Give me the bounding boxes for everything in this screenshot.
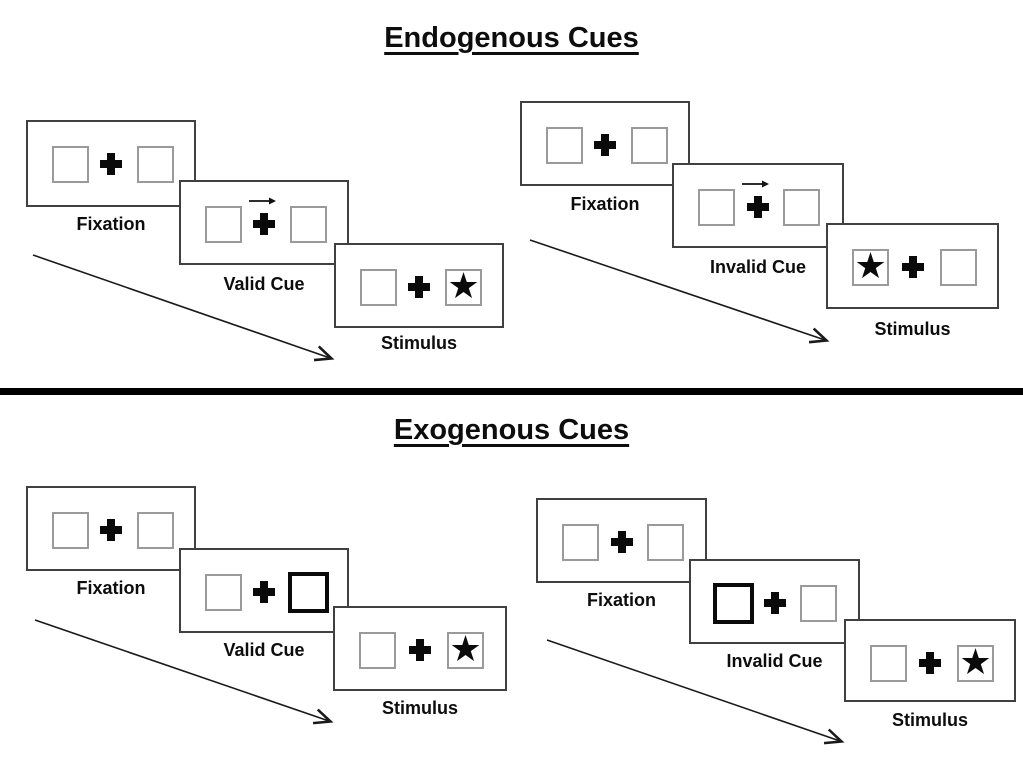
right-placeholder-box: [940, 249, 977, 286]
invalid-cue-panel: [689, 559, 860, 644]
stimulus-panel: ★: [333, 606, 507, 691]
right-placeholder-box: [290, 206, 327, 243]
fixation-label: Fixation: [586, 590, 656, 610]
fixation-cross-icon: [253, 213, 275, 235]
left-placeholder-box: [52, 512, 89, 549]
valid-cue-label: Valid Cue: [223, 274, 305, 294]
right-placeholder-box: [800, 585, 837, 622]
timeline-arrow-endogenous-valid: [32, 254, 335, 362]
star-target-icon: ★: [854, 245, 887, 286]
star-target-icon: ★: [959, 641, 992, 682]
fixation-panel: [520, 101, 690, 186]
fixation-cross-icon: [100, 153, 122, 175]
fixation-cross-icon: [747, 196, 769, 218]
fixation-cross-icon: [901, 256, 924, 278]
stimulus-panel: ★: [334, 243, 504, 328]
fixation-cross-icon: [919, 652, 941, 674]
star-target-icon: ★: [447, 265, 480, 306]
fixation-panel: [26, 486, 196, 571]
right-bold-cue-box: [288, 572, 329, 613]
left-placeholder-box: [359, 632, 396, 669]
fixation-cross-icon: [408, 276, 430, 298]
valid-cue-panel: [179, 180, 349, 265]
stimulus-label: Stimulus: [874, 319, 951, 339]
endogenous-section-title: Endogenous Cues: [384, 22, 639, 54]
right-placeholder-box: [647, 524, 684, 561]
fixation-cross-icon: [409, 639, 431, 661]
fixation-cross-icon: [594, 134, 616, 156]
fixation-label: Fixation: [76, 578, 146, 598]
invalid-cue-panel: [672, 163, 844, 248]
fixation-label: Fixation: [570, 194, 640, 214]
stimulus-label: Stimulus: [891, 710, 968, 730]
left-placeholder-box: [546, 127, 583, 164]
timeline-arrow-exogenous-valid: [34, 619, 334, 725]
left-placeholder-box: [52, 146, 89, 183]
left-placeholder-box: [870, 645, 907, 682]
left-placeholder-box: [205, 206, 242, 243]
right-arrow-cue-icon: [742, 180, 769, 188]
left-bold-cue-box: [713, 583, 754, 624]
right-target-box: ★: [445, 265, 482, 306]
fixation-label: Fixation: [76, 214, 146, 234]
fixation-cross-icon: [253, 581, 275, 603]
invalid-cue-label: Invalid Cue: [726, 651, 823, 671]
timeline-arrow-endogenous-invalid: [529, 239, 830, 344]
exogenous-section-title: Exogenous Cues: [393, 414, 630, 446]
right-placeholder-box: [631, 127, 668, 164]
valid-cue-panel: [179, 548, 349, 633]
stimulus-label: Stimulus: [381, 698, 458, 718]
fixation-panel: [536, 498, 707, 583]
star-target-icon: ★: [449, 628, 482, 669]
stimulus-label: Stimulus: [380, 333, 457, 353]
right-arrow-cue-icon: [249, 197, 276, 205]
right-target-box: ★: [957, 641, 994, 682]
stimulus-panel: ★: [844, 619, 1016, 702]
left-placeholder-box: [205, 574, 242, 611]
right-placeholder-box: [783, 189, 820, 226]
stimulus-panel: ★: [826, 223, 999, 309]
left-placeholder-box: [698, 189, 735, 226]
fixation-cross-icon: [763, 592, 786, 614]
right-placeholder-box: [137, 512, 174, 549]
section-divider: [0, 388, 1023, 395]
right-target-box: ★: [447, 628, 484, 669]
left-placeholder-box: [562, 524, 599, 561]
fixation-cross-icon: [610, 531, 633, 553]
fixation-panel: [26, 120, 196, 207]
left-target-box: ★: [852, 245, 889, 286]
right-placeholder-box: [137, 146, 174, 183]
invalid-cue-label: Invalid Cue: [709, 257, 807, 277]
valid-cue-label: Valid Cue: [223, 640, 305, 660]
left-placeholder-box: [360, 269, 397, 306]
fixation-cross-icon: [100, 519, 122, 541]
